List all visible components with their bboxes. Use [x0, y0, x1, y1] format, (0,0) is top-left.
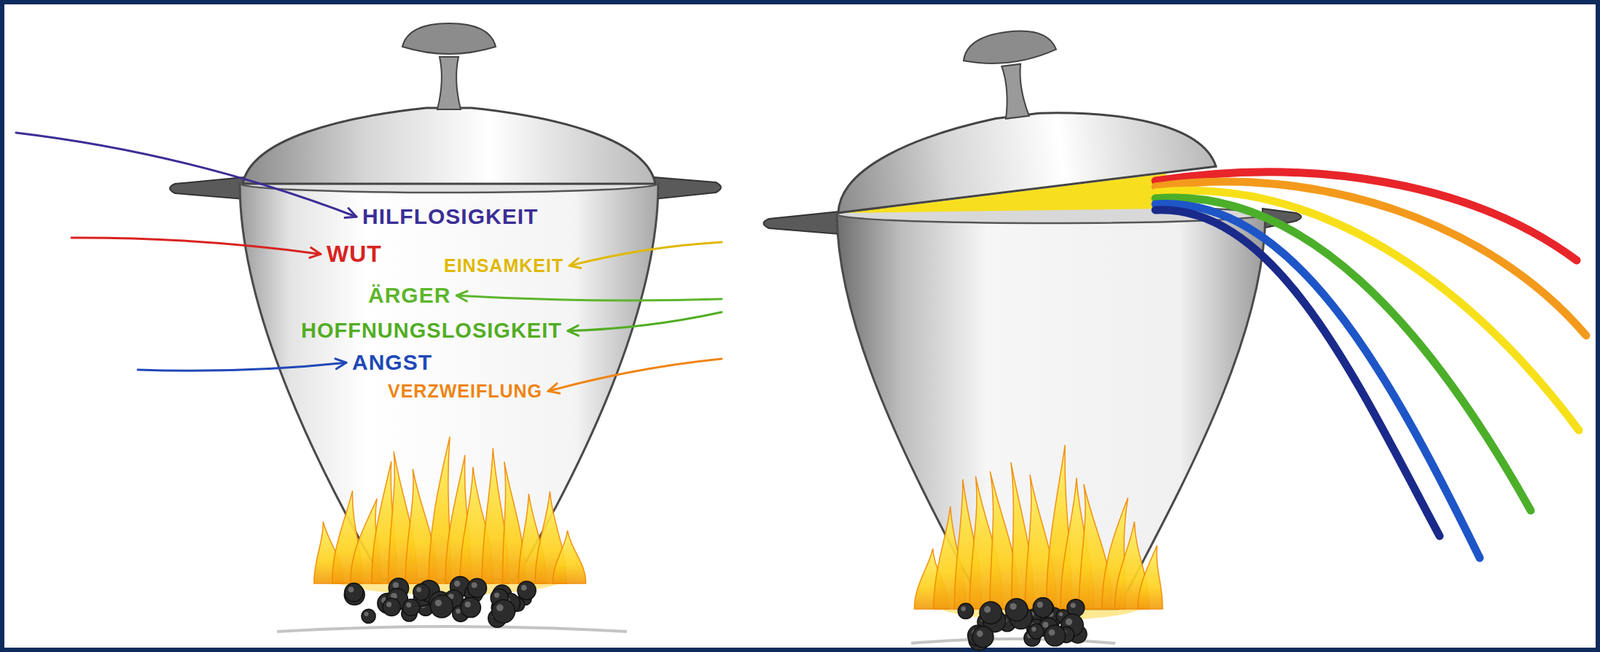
coal-highlight — [1037, 601, 1044, 608]
pot-handle — [763, 211, 841, 234]
coal-highlight — [1009, 602, 1017, 610]
pot-lid — [242, 107, 656, 184]
coal-highlight — [471, 581, 478, 588]
flame — [1137, 545, 1163, 609]
coal-highlight — [1048, 629, 1056, 636]
coal-highlight — [348, 586, 355, 593]
arrow-head — [335, 358, 347, 369]
lid-knob — [960, 26, 1057, 68]
pot-handle — [169, 177, 245, 199]
coal-highlight — [1042, 621, 1049, 628]
coal — [430, 594, 454, 618]
coal — [492, 599, 516, 623]
arrow-head — [567, 325, 579, 336]
coal — [361, 608, 376, 623]
arrow-head — [456, 290, 468, 302]
coal-highlight — [364, 611, 369, 616]
coal-highlight — [386, 601, 392, 607]
emotion-label: ANGST — [352, 349, 433, 376]
arrow-line — [567, 311, 722, 331]
emotion-label: WUT — [326, 240, 382, 268]
coal — [403, 598, 420, 616]
coals — [957, 597, 1087, 651]
coal — [517, 580, 536, 600]
coal — [957, 602, 974, 619]
flame — [552, 529, 586, 584]
arrow-line — [548, 358, 722, 391]
fire — [914, 444, 1163, 621]
coal — [1032, 597, 1053, 618]
lid-knob — [437, 56, 461, 110]
coal-highlight — [494, 591, 500, 597]
coal-highlight — [455, 608, 461, 614]
ground-shadow — [276, 626, 627, 632]
coal — [1005, 598, 1028, 622]
rainbow-band — [1155, 209, 1440, 536]
arrow-head — [344, 208, 357, 218]
arrow-line — [71, 237, 321, 254]
coal-highlight — [961, 606, 966, 611]
emotion-label: ÄRGER — [368, 282, 451, 309]
coal-highlight — [1065, 618, 1073, 625]
pot-body — [836, 214, 1266, 609]
coal — [382, 597, 401, 616]
emotion-label: HOFFNUNGSLOSIGKEIT — [301, 318, 563, 343]
coal-highlight — [416, 586, 422, 592]
coal — [413, 583, 431, 600]
coal — [460, 596, 481, 617]
arrow-head — [548, 383, 560, 393]
coal-highlight — [521, 584, 528, 591]
coal-highlight — [406, 602, 412, 608]
emotion-label: EINSAMKEIT — [443, 255, 564, 277]
emotion-label: HILFLOSIGKEIT — [362, 204, 538, 230]
coal-highlight — [454, 580, 460, 587]
coal-highlight — [496, 604, 504, 612]
arrow-head — [309, 247, 321, 259]
rainbow — [1155, 172, 1587, 558]
coal — [467, 578, 487, 597]
arrow-line — [16, 132, 357, 217]
coal — [1028, 623, 1044, 639]
arrow-head — [569, 258, 581, 268]
emotion-label: VERZWEIFLUNG — [387, 380, 543, 402]
lid-knob — [999, 63, 1030, 119]
coal-highlight — [976, 630, 984, 638]
fire — [314, 436, 587, 595]
fires — [314, 436, 1163, 651]
coal-highlight — [984, 605, 991, 613]
arrow-line — [569, 242, 722, 266]
arrow-line — [456, 295, 722, 301]
arrow-line — [137, 362, 347, 371]
coal-highlight — [392, 581, 399, 588]
lid-knob — [402, 23, 496, 54]
coal — [972, 626, 994, 648]
coal-highlight — [1031, 626, 1036, 632]
pot-handle — [653, 177, 721, 199]
coal — [979, 601, 1003, 624]
coal-highlight — [465, 601, 471, 608]
coal — [344, 583, 364, 602]
coals — [344, 576, 536, 628]
coal — [1044, 624, 1066, 646]
coal-highlight — [435, 599, 442, 606]
coal-highlight — [1059, 611, 1064, 616]
coal-highlight — [1070, 602, 1076, 608]
rainbow-band — [1155, 204, 1480, 558]
